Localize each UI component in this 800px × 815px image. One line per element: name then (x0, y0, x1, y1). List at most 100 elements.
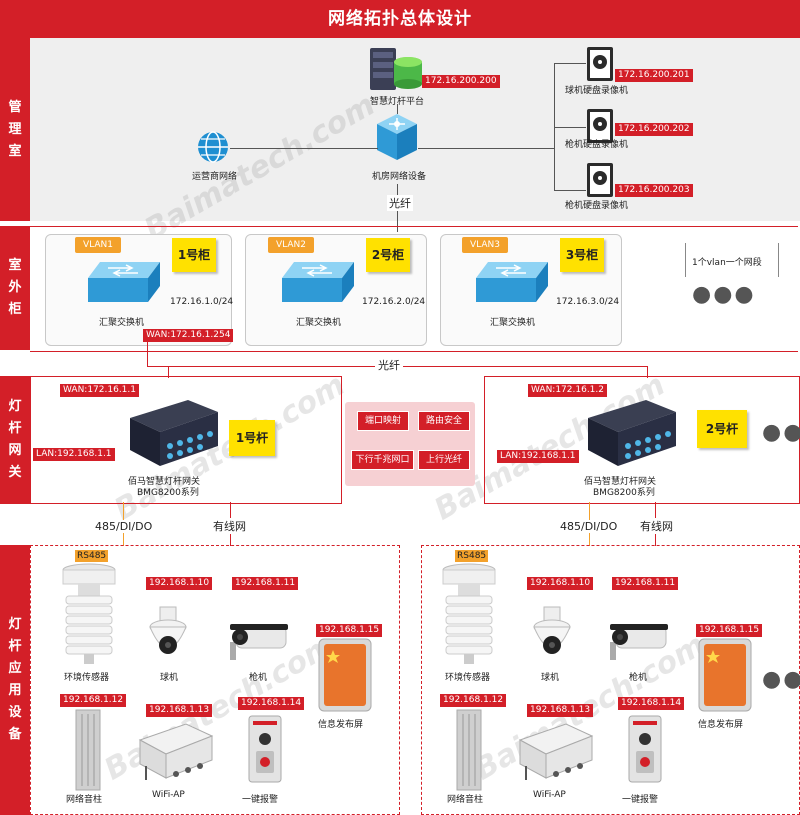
pole-tag: 2号杆 (697, 410, 747, 448)
device-label: 球机 (160, 673, 179, 683)
recorder-label: 枪机硬盘录像机 (565, 140, 629, 150)
device-ip: 192.168.1.13 (146, 704, 213, 717)
dome-camera-icon (149, 606, 187, 654)
device-label: 网络音柱 (447, 795, 484, 805)
cabinet-tag: 1号柜 (172, 238, 216, 272)
alarm-button-icon (248, 715, 282, 783)
fiber-line (168, 366, 169, 378)
device-label: 枪机 (249, 673, 268, 683)
device-label: 信息发布屏 (698, 720, 744, 730)
server-db-icon (370, 48, 422, 90)
cabinet-tag: 2号柜 (366, 238, 410, 272)
rs485-badge: RS485 (455, 550, 489, 562)
subnet-label: 172.16.1.0/24 (170, 297, 234, 307)
gateway-lan-ip: LAN:192.168.1.1 (497, 450, 579, 463)
gateway-series: BMG8200系列 (137, 488, 199, 498)
env-sensor-icon (442, 563, 496, 664)
link-line (554, 190, 586, 191)
platform-ip: 172.16.200.200 (422, 75, 500, 88)
platform-label: 智慧灯杆平台 (370, 97, 425, 107)
gateway-name: 佰马智慧灯杆网关 (128, 477, 201, 487)
device-label: 环境传感器 (64, 673, 110, 683)
speaker-column-icon (75, 709, 101, 791)
section-outdoor: 室外柜 (0, 226, 30, 350)
gateway-wan-ip: WAN:172.16.1.1 (60, 384, 139, 397)
wifi-ap-icon (138, 723, 214, 780)
rs485-badge: RS485 (75, 550, 109, 562)
outdoor-panel (30, 226, 798, 352)
gateway-name: 佰马智慧灯杆网关 (584, 477, 657, 487)
feature-item: 上行光纤 (418, 450, 470, 470)
section-mgmt: 管理室 (0, 38, 30, 221)
recorder-label: 球机硬盘录像机 (565, 86, 629, 96)
feature-item: 端口映射 (357, 411, 409, 431)
device-ip: 192.168.1.13 (527, 704, 594, 717)
recorder-ip: 172.16.200.201 (615, 69, 693, 82)
device-label: 球机 (541, 673, 560, 683)
cabinet-tag: 3号柜 (560, 238, 604, 272)
fiber-line (647, 366, 648, 378)
gateway-device-icon (130, 400, 218, 466)
more-dots: ●●● (762, 667, 800, 692)
gateway-wan-ip: WAN:172.16.1.2 (528, 384, 607, 397)
wired-link-label: 有线网 (213, 518, 246, 534)
hdd-recorder-icon (587, 47, 613, 81)
carrier-label: 运营商网络 (192, 172, 238, 182)
globe-icon (198, 131, 228, 163)
more-dots: ●●● (692, 282, 756, 307)
device-label: 信息发布屏 (318, 720, 364, 730)
gateway-lan-ip: LAN:192.168.1.1 (33, 448, 115, 461)
device-label: 枪机 (629, 673, 648, 683)
device-ip: 192.168.1.15 (696, 624, 763, 637)
feature-item: 下行千兆网口 (351, 450, 414, 470)
info-screen-icon (318, 638, 372, 712)
device-ip: 192.168.1.15 (316, 624, 383, 637)
env-sensor-icon (62, 563, 116, 664)
info-screen-icon (698, 638, 752, 712)
fiber-label: 光纤 (375, 357, 403, 373)
wifi-ap-icon (518, 723, 594, 780)
recorder-ip: 172.16.200.203 (615, 184, 693, 197)
hdd-recorder-icon (587, 109, 613, 143)
device-label: WiFi-AP (533, 790, 566, 800)
switch-label: 汇聚交换机 (490, 318, 536, 328)
device-ip: 192.168.1.12 (60, 694, 127, 707)
section-gateway: 灯杆网关 (0, 376, 30, 504)
core-switch-icon (377, 114, 417, 160)
device-ip: 192.168.1.11 (232, 577, 299, 590)
fiber-label: 光纤 (387, 195, 413, 211)
link-line (554, 63, 586, 64)
section-apps: 灯杆应用设备 (0, 545, 30, 815)
recorder-ip: 172.16.200.202 (615, 123, 693, 136)
vlan-badge: VLAN2 (268, 237, 314, 253)
speaker-column-icon (456, 709, 482, 791)
cabinet-wan-ip: WAN:172.16.1.254 (143, 329, 234, 342)
link-line (397, 104, 398, 114)
device-label: 网络音柱 (66, 795, 103, 805)
link-line (230, 148, 378, 149)
switch-icon (88, 262, 160, 302)
core-label: 机房网络设备 (372, 172, 427, 182)
dome-camera-icon (533, 606, 571, 654)
gateway-series: BMG8200系列 (593, 488, 655, 498)
vlan-note-bracket (685, 243, 779, 277)
device-label: 一键报警 (622, 795, 659, 805)
switch-icon (476, 262, 548, 302)
device-ip: 192.168.1.10 (527, 577, 594, 590)
device-label: 一键报警 (242, 795, 279, 805)
hdd-recorder-icon (587, 163, 613, 197)
wired-link-label: 有线网 (640, 518, 673, 534)
link-line (554, 127, 586, 128)
device-ip: 192.168.1.14 (238, 697, 305, 710)
switch-label: 汇聚交换机 (296, 318, 342, 328)
serial-link-label: 485/DI/DO (95, 520, 153, 533)
device-ip: 192.168.1.14 (618, 697, 685, 710)
gateway-panel-1 (30, 376, 342, 504)
link-line (418, 148, 554, 149)
vlan-note: 1个vlan一个网段 (692, 258, 762, 268)
bullet-camera-icon (230, 624, 288, 660)
link-line (554, 63, 555, 190)
subnet-label: 172.16.3.0/24 (556, 297, 620, 307)
bullet-camera-icon (610, 624, 668, 660)
switch-icon (282, 262, 354, 302)
